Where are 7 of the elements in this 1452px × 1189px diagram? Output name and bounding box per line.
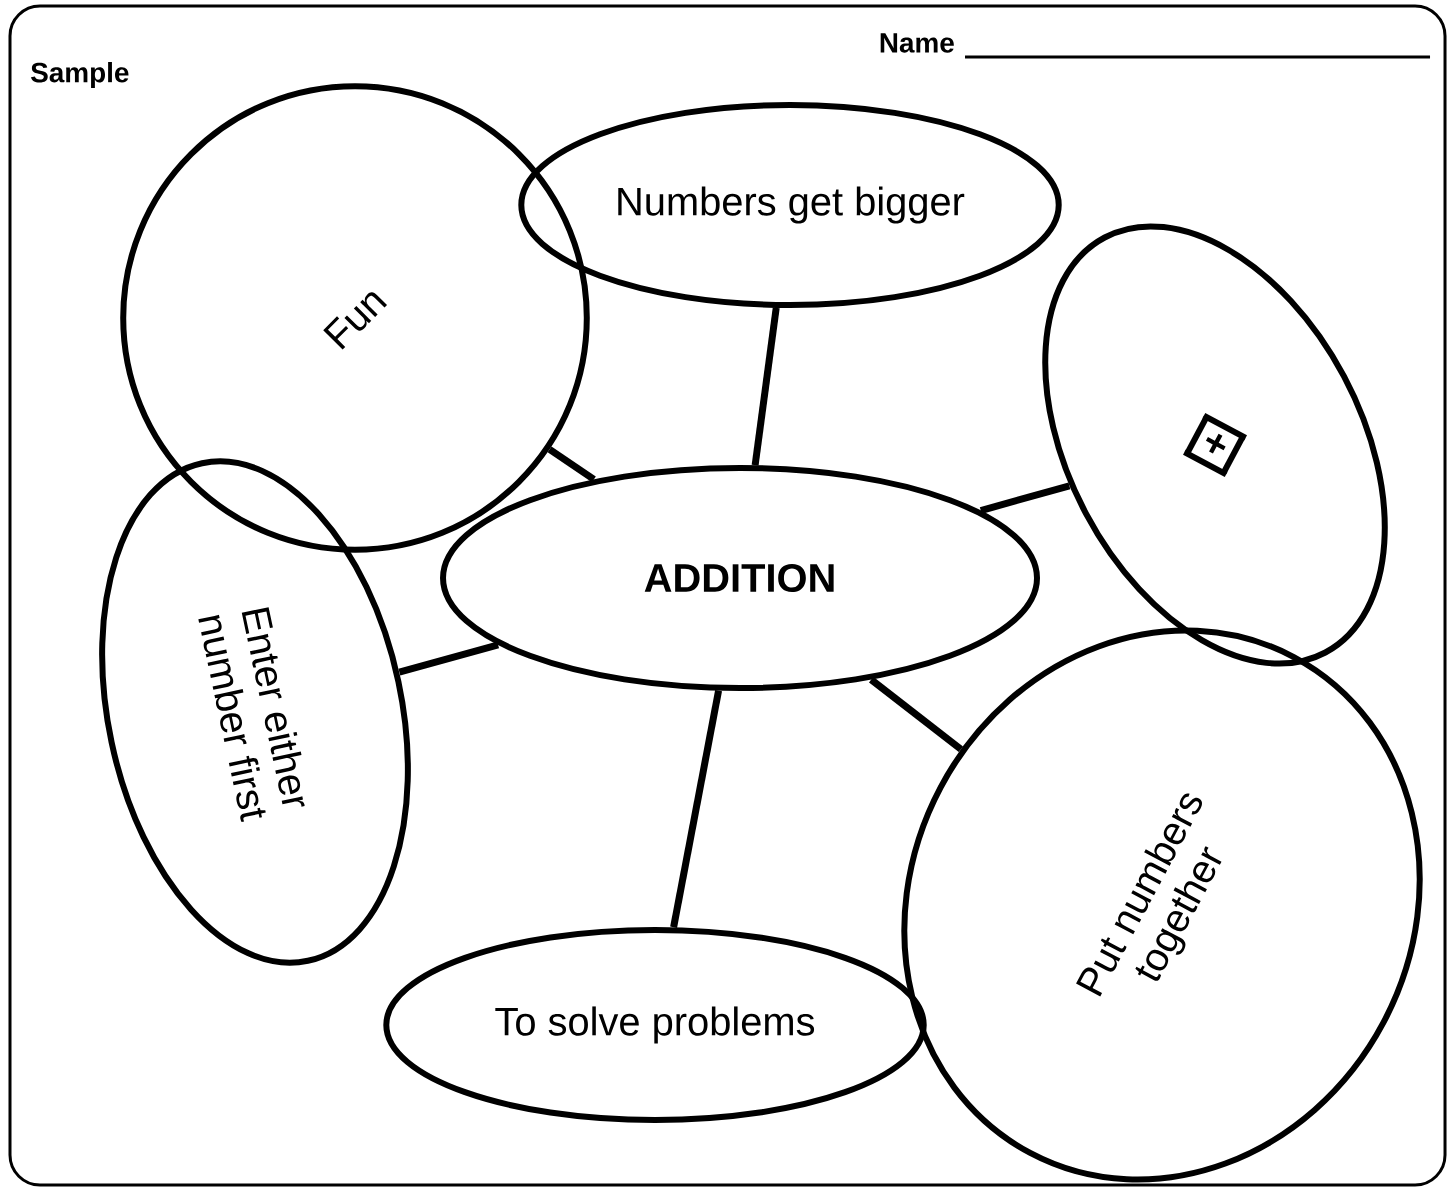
connector-line xyxy=(547,446,596,483)
connector-line xyxy=(751,307,780,466)
connector-line xyxy=(670,690,722,928)
connector-line xyxy=(979,482,1071,514)
connector-line xyxy=(398,641,500,676)
name-label: Name xyxy=(880,33,954,53)
connector-line xyxy=(869,676,964,752)
